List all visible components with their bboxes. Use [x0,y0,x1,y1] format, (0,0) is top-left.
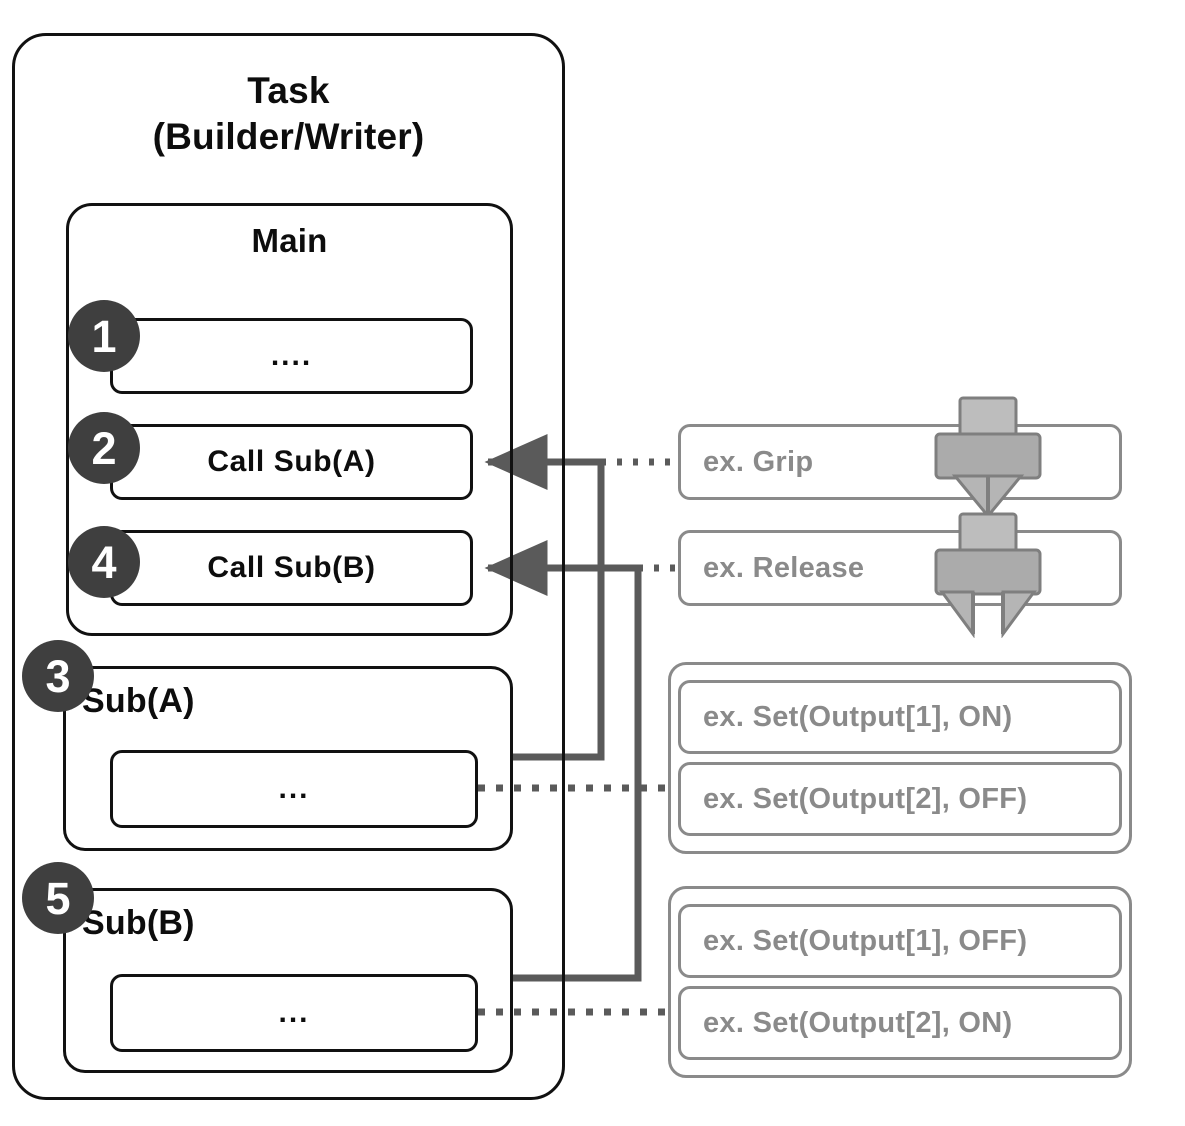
main-container [66,203,513,636]
io-group-1-item-2[interactable]: ex. Set(Output[2], OFF) [678,762,1122,836]
main-step-4-call-sub-b[interactable]: Call Sub(B) [110,530,473,606]
task-title-line-1: Task [247,70,330,111]
gripper-open-icon [934,512,1042,638]
step-badge-4: 4 [68,526,140,598]
main-step-4-label: Call Sub(B) [207,551,376,584]
task-title-line-2: (Builder/Writer) [152,116,425,158]
io-group-2-item-2-label: ex. Set(Output[2], ON) [703,1006,1013,1039]
io-group-1-item-2-label: ex. Set(Output[2], OFF) [703,782,1028,815]
example-grip-label: ex. Grip [703,445,814,478]
sub-a-title: Sub(A) [82,682,195,720]
example-release[interactable]: ex. Release [678,530,1122,606]
sub-a-body[interactable]: ... [110,750,478,828]
step-badge-5: 5 [22,862,94,934]
io-group-2-item-1[interactable]: ex. Set(Output[1], OFF) [678,904,1122,978]
example-grip[interactable]: ex. Grip [678,424,1122,500]
sub-b-container [63,888,513,1073]
sub-b-title: Sub(B) [82,904,195,942]
example-release-label: ex. Release [703,551,865,584]
io-group-2-item-1-label: ex. Set(Output[1], OFF) [703,924,1028,957]
io-group-1-item-1-label: ex. Set(Output[1], ON) [703,700,1013,733]
main-title: Main [251,222,328,259]
main-step-2-label: Call Sub(A) [207,445,376,478]
main-step-1-label: .... [270,339,313,372]
step-badge-2: 2 [68,412,140,484]
task-title: Task (Builder/Writer) [30,68,547,161]
sub-b-body[interactable]: ... [110,974,478,1052]
sub-b-body-label: ... [278,996,310,1029]
main-step-1[interactable]: .... [110,318,473,394]
sub-a-body-label: ... [278,772,310,805]
sub-a-container [63,666,513,851]
step-badge-1: 1 [68,300,140,372]
task-container [12,33,565,1100]
main-step-2-call-sub-a[interactable]: Call Sub(A) [110,424,473,500]
step-badge-3: 3 [22,640,94,712]
gripper-closed-icon [934,396,1042,520]
io-group-2-item-2[interactable]: ex. Set(Output[2], ON) [678,986,1122,1060]
io-group-2 [668,886,1132,1078]
io-group-1-item-1[interactable]: ex. Set(Output[1], ON) [678,680,1122,754]
io-group-1 [668,662,1132,854]
